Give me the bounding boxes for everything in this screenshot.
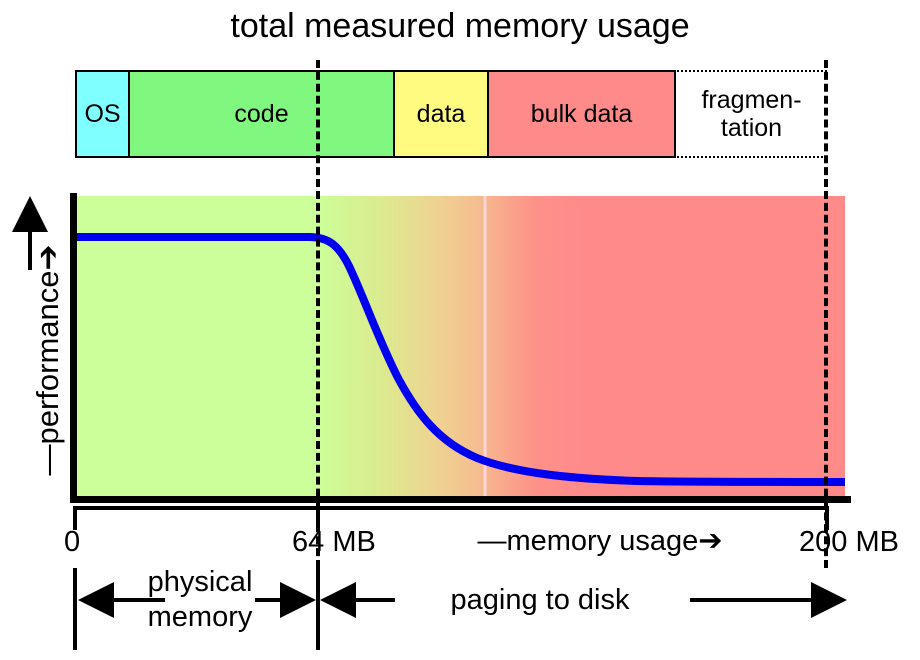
- bracket-label-line2: memory: [147, 601, 253, 633]
- performance-plot: [77, 196, 845, 496]
- memory-segment-data: data: [393, 70, 488, 158]
- memory-usage-bar: OS code data bulk data fragmen- tation: [75, 70, 827, 158]
- memory-segment-label-line2: tation: [720, 114, 783, 142]
- bracket-edge-left: [73, 568, 77, 650]
- marker-line-64mb: [316, 60, 320, 568]
- tick-label-64mb: 64 MB: [292, 526, 376, 558]
- memory-segment-fragmentation: fragmen- tation: [674, 70, 827, 158]
- y-axis-line: [70, 193, 77, 499]
- tick-0: [73, 506, 77, 530]
- memory-segment-bulk-data: bulk data: [487, 70, 675, 158]
- memory-segment-code: code: [128, 70, 394, 158]
- memory-segment-label: bulk data: [530, 100, 633, 128]
- bracket-label-physical-memory: physical memory: [100, 565, 300, 635]
- memory-segment-label: code: [234, 100, 289, 128]
- memory-segment-label-line1: fragmen-: [701, 86, 802, 114]
- bracket-label-line1: physical: [147, 566, 253, 598]
- bracket-edge-middle: [316, 568, 320, 650]
- memory-segment-label: OS: [84, 100, 121, 128]
- tick-64mb: [316, 506, 320, 530]
- bracket-label-paging-to-disk: paging to disk: [450, 584, 630, 616]
- x-axis-line: [70, 496, 851, 503]
- performance-curve: [77, 233, 845, 486]
- memory-segment-os: OS: [75, 70, 129, 158]
- marker-line-200mb: [824, 60, 828, 568]
- x-axis-label: —memory usage➔: [477, 525, 723, 557]
- scale-bar: [75, 506, 827, 510]
- plot-background: [77, 196, 845, 496]
- y-axis-label: —performance➔: [30, 244, 65, 476]
- memory-segment-label: data: [416, 100, 466, 128]
- page-title: total measured memory usage: [230, 7, 690, 45]
- tick-200mb: [825, 506, 829, 530]
- tick-label-200mb: 200 MB: [799, 526, 899, 558]
- tick-label-0: 0: [64, 526, 81, 558]
